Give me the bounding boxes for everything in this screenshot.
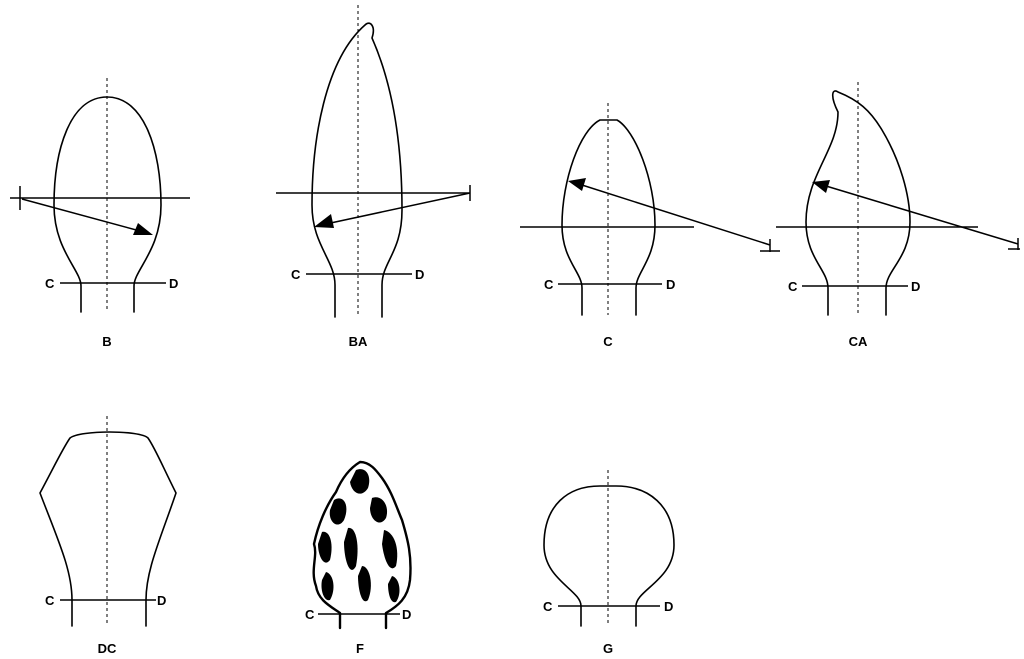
wrinkle-mark bbox=[344, 527, 358, 570]
figure-f: C D F bbox=[305, 460, 412, 656]
bud-outline bbox=[39, 431, 177, 627]
label-d: D bbox=[169, 276, 178, 291]
label-d: D bbox=[911, 279, 920, 294]
angle-arrow bbox=[825, 185, 1019, 245]
angle-arrow bbox=[21, 198, 141, 232]
label-d: D bbox=[666, 277, 675, 292]
label-d: D bbox=[402, 607, 411, 622]
arrow-head bbox=[568, 178, 586, 191]
bud-outline bbox=[53, 96, 162, 313]
wrinkle-mark bbox=[370, 497, 388, 523]
arrow-head bbox=[314, 214, 334, 228]
caption-ba: BA bbox=[349, 334, 368, 349]
arrow-head bbox=[812, 180, 830, 193]
wrinkle-mark bbox=[388, 576, 400, 603]
figure-g: C D G bbox=[543, 470, 675, 656]
wrinkle-mark bbox=[382, 530, 398, 569]
figure-ca: C D CA bbox=[776, 82, 1020, 349]
wrinkle-mark bbox=[329, 498, 347, 525]
wrinkle-mark bbox=[350, 469, 370, 494]
caption-b: B bbox=[102, 334, 111, 349]
label-d: D bbox=[415, 267, 424, 282]
label-c: C bbox=[788, 279, 798, 294]
label-c: C bbox=[543, 599, 553, 614]
angle-arrow bbox=[325, 192, 471, 225]
figure-c: C D C bbox=[520, 103, 780, 349]
label-d: D bbox=[157, 593, 166, 608]
wrinkle-mark bbox=[321, 572, 334, 601]
bud-outline bbox=[805, 90, 911, 316]
label-c: C bbox=[45, 276, 55, 291]
label-c: C bbox=[291, 267, 301, 282]
figure-dc: C D DC bbox=[39, 416, 177, 656]
bud-outline bbox=[561, 119, 656, 316]
bud-outline bbox=[311, 22, 403, 318]
caption-f: F bbox=[356, 641, 364, 656]
label-c: C bbox=[544, 277, 554, 292]
label-c: C bbox=[305, 607, 315, 622]
caption-g: G bbox=[603, 641, 613, 656]
arrow-head bbox=[133, 223, 153, 235]
caption-dc: DC bbox=[98, 641, 117, 656]
figure-ba: C D BA bbox=[276, 5, 471, 349]
caption-ca: CA bbox=[849, 334, 868, 349]
bud-outline bbox=[312, 460, 412, 630]
angle-arrow bbox=[581, 184, 771, 246]
bud-outline bbox=[543, 485, 675, 627]
wrinkle-mark bbox=[358, 566, 371, 602]
wrinkle-mark bbox=[318, 531, 332, 563]
caption-c: C bbox=[603, 334, 613, 349]
label-c: C bbox=[45, 593, 55, 608]
label-d: D bbox=[664, 599, 673, 614]
figure-b: C D B bbox=[10, 78, 190, 349]
